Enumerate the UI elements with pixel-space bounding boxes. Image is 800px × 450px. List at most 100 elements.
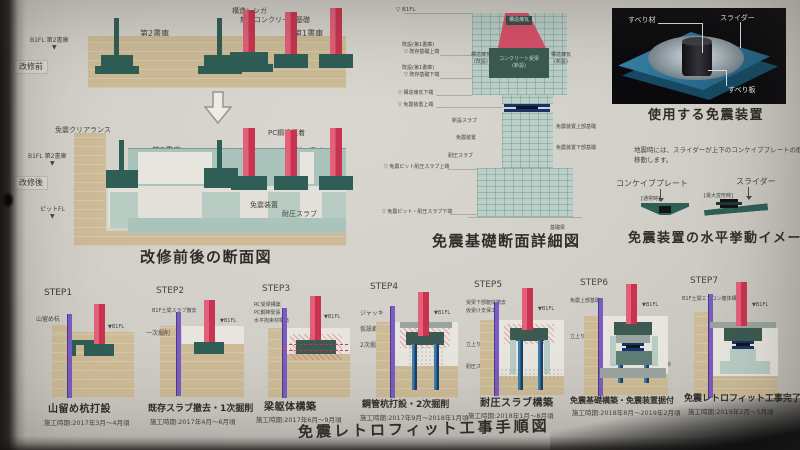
soil-wall-left [74,133,106,246]
photo-edge-dot [2,192,14,208]
step-period: 施工時期:2018年1月〜8月頃 [468,412,554,420]
step-diagram-label3: 2次掘削 [360,342,382,349]
step-name: 耐圧スラブ構築 [480,398,554,409]
leader-line [450,214,477,215]
retaining-pile [67,314,72,398]
post-base [95,66,139,74]
step-label: STEP4 [370,282,399,292]
brick-column [626,284,637,324]
label-slider-behavior: スライダー [736,177,776,186]
step-diagram-label2: 一次掘削 [146,330,171,337]
fl-marker: ▼B1FL [220,318,237,324]
slider-arrow [748,187,749,197]
photo-label-material: すべり材 [628,16,656,24]
fl-marker: ▼B1FL [108,324,125,330]
brick-column [204,300,215,346]
brick-column [94,304,105,348]
label-b1fl-after: B1FL 第2書庫 [28,153,67,160]
photo-leader [658,23,702,24]
beam-text2: (新設) [512,62,526,69]
step-1: STEP1 山留め杭 ▼B1FL 山留め杭打設 施工時期:2017年3月〜4月頃 [36,288,142,438]
soil-wall [376,322,390,370]
b1fl-marker-after: ▼ [50,160,55,167]
side-right-2: (新設) [554,58,568,65]
brick-column [522,288,533,330]
device-plate [732,341,754,344]
footing-bottom-line [468,217,582,218]
step-name: 鋼管杭打設・2次掘削 [362,400,450,410]
retaining-pile [390,306,395,398]
step-name: 梁躯体構築 [264,402,317,413]
soil [268,354,350,398]
device-top-plate [504,104,550,107]
detail-label-b1fl: ▽ B1FL [396,7,416,13]
receiving-beam [510,328,548,341]
post [119,140,124,176]
leader-line [440,78,472,79]
step-name: 既存スラブ撤去・1次掘削 [148,404,254,414]
side-left-2: (既設) [474,58,488,65]
photo-corner-bottom-right [550,398,800,450]
post [114,18,119,62]
soil [376,366,458,398]
step-label: STEP1 [44,288,73,298]
receiving-beam [614,322,652,335]
step-name: 山留め杭打設 [48,404,111,415]
soil-high [52,325,72,333]
photo-leader [726,70,727,86]
step-5: STEP5 受梁下部躯体撤去 仮受け支保工 立上り躯体構築 耐圧スラブ構築 ▼B… [466,280,570,438]
slider-cylinder [682,40,712,76]
step-period: 施工時期:2017年3月〜4月頃 [44,419,130,427]
column-base [194,342,224,354]
upper-pier [502,95,553,104]
leader-line [448,169,477,170]
caption-behavior: 免震装置の水平挙動イメージ図 [628,231,800,246]
detail-label-brick-bottom: ▽ 構造煉瓦下端 [398,90,434,96]
step-2: STEP2 B1F土間スラブ撤去 一次掘削 ▼B1FL 既存スラブ撤去・1次掘削… [146,286,254,438]
step-diagram-label: ジャッキ [360,310,384,317]
pc-rod-line [284,350,348,351]
behavior-note-2: 移動します。 [634,156,673,164]
riser-wall [610,336,616,366]
detail-label-slab-bottom: ▽ 免震ピット・耐圧スラブ下端 [382,209,453,215]
step-diagram-label: 受梁下部躯体撤去 [466,300,507,306]
label-b1fl-before: B1FL 第2書庫 [30,37,69,44]
riser-wall [510,340,516,374]
post-base [101,55,133,68]
device-plate [622,343,644,346]
brick-column [736,282,747,326]
pier [730,349,756,361]
label-brick-note2: 無筋コンクリート基礎 [240,16,310,24]
retaining-pile [282,308,287,398]
detail-label-pressure-slab: 耐圧スラブ [448,153,474,159]
column-base [231,176,267,190]
brick-column [285,130,297,180]
steel-pipe-pile [412,344,417,390]
leader-line [440,55,472,56]
soil-wall [584,316,598,376]
slider-flange [716,202,742,205]
slider-arrowhead [746,196,752,200]
step-label: STEP7 [690,276,719,286]
step-diagram-label2: PC鋼棒緊張 [254,310,281,316]
slab-opening [138,152,212,184]
steel-pipe-pile [434,344,439,390]
slab [600,368,666,378]
caption-device-photo: 使用する免震装置 [648,108,765,123]
down-arrow [203,91,233,125]
side-right-1: 構造煉瓦 [551,52,572,58]
footing [477,168,573,217]
column-base [274,54,308,68]
step-period: 施工時期:2017年6月〜9月頃 [256,416,342,424]
detail-label-device: 免震装置 [456,135,477,141]
detail-label-existing2b: ▽ 既存基礎下端 [404,72,440,78]
diagram-normal [641,203,689,215]
fl-marker: ▼B1FL [752,302,769,308]
detail-label-existing1b: ▽ 既存基礎上端 [404,49,440,55]
steel-pipe-pile [518,340,523,390]
fl-marker: ▼B1FL [434,310,451,316]
steel-pipe-pile [538,340,543,390]
step-diagram-label3: 水平拘束材構築 [254,318,290,324]
side-label-left: 構造煉瓦 (既設) [471,52,491,65]
